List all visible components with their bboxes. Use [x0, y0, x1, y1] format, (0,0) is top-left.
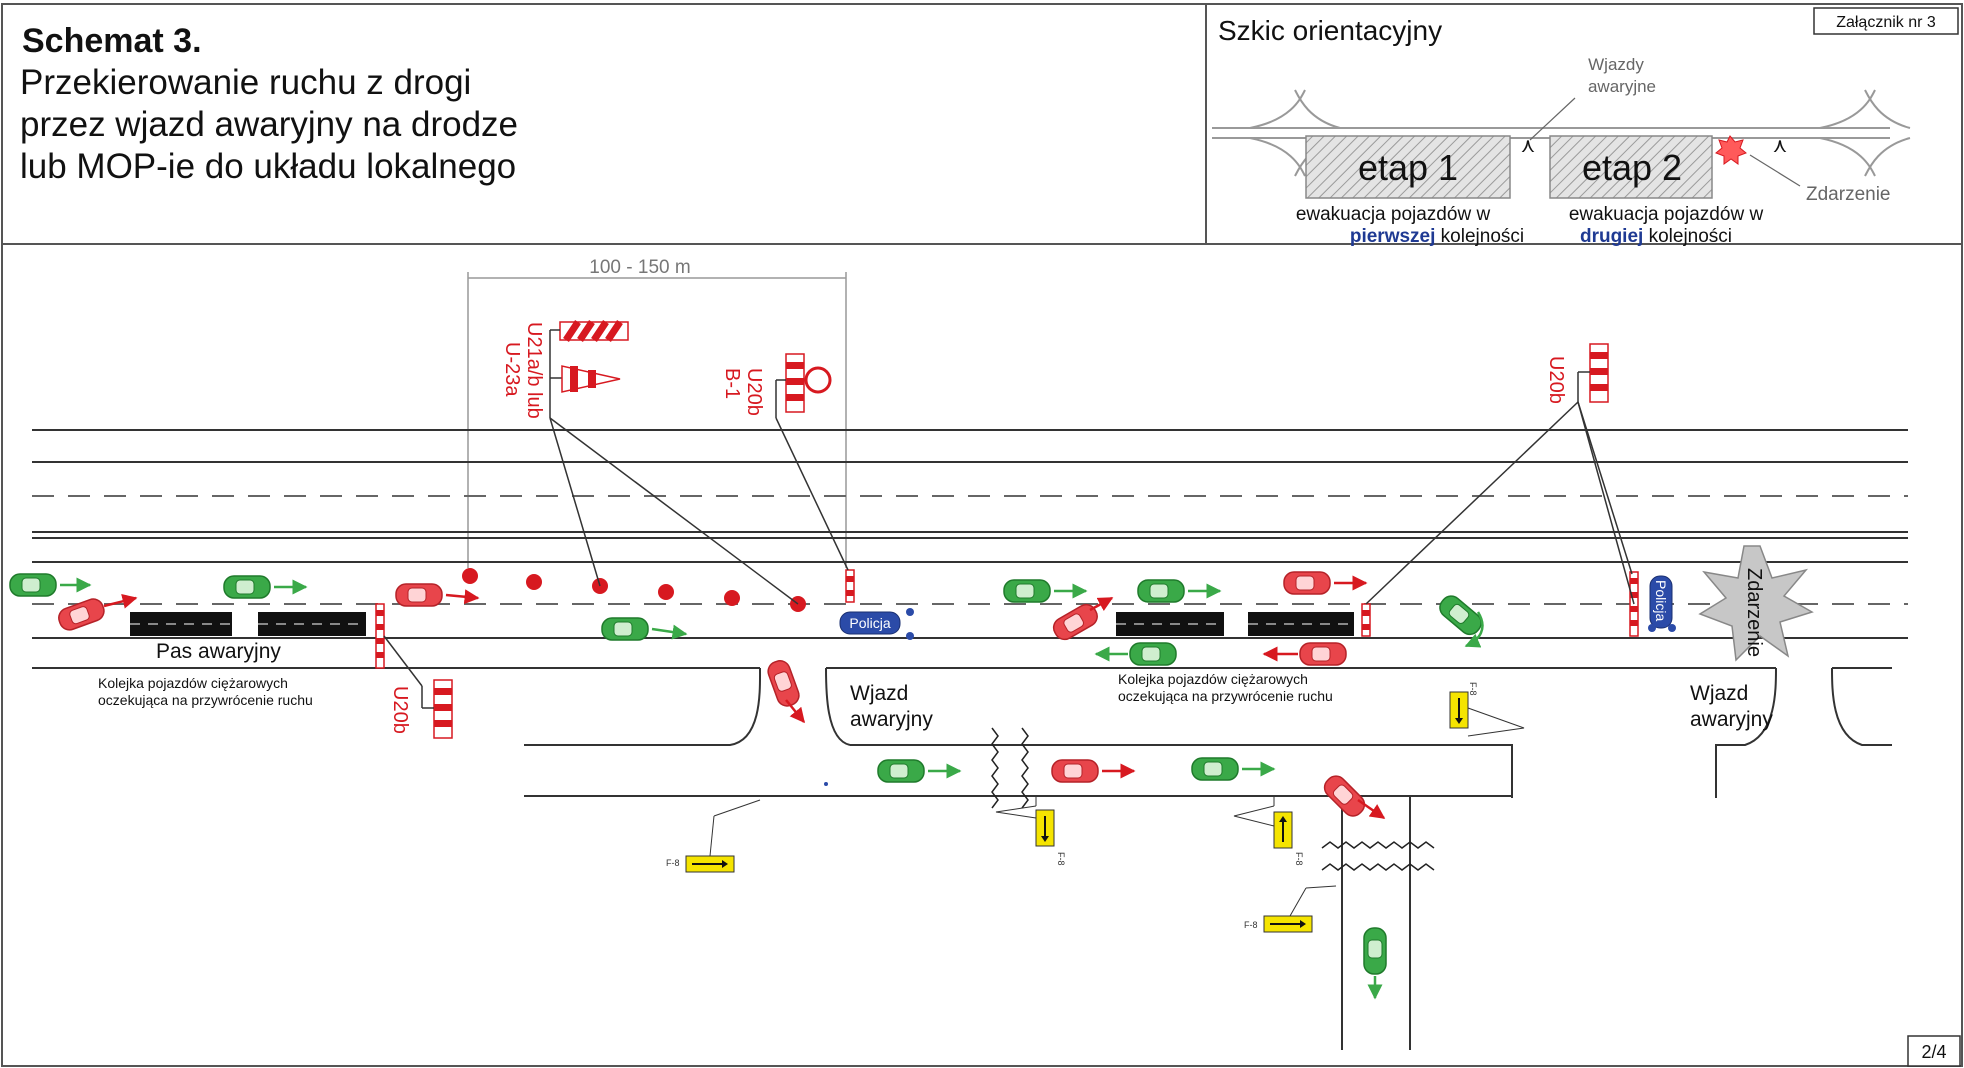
- detour-sign-1: [685, 799, 761, 873]
- traffic-cones: [462, 568, 806, 612]
- break-marks: [991, 727, 1435, 871]
- police-label-left: Policja: [849, 615, 890, 631]
- shoulder-label: Pas awaryjny: [156, 640, 281, 663]
- sign-u20b-left-group: [383, 635, 453, 739]
- stage1-caption-line2: pierwszej kolejności: [1350, 226, 1524, 247]
- incident-label: Zdarzenie: [1743, 568, 1765, 657]
- car-red-1: [55, 593, 138, 634]
- page-frame: [1, 3, 1963, 1067]
- detour-code-2: F-8: [1056, 852, 1066, 866]
- subtitle-line-2: przez wjazd awaryjny na drodze: [20, 105, 518, 144]
- sign-u20b-right-group: [1365, 343, 1635, 605]
- exit-mark-2: ⋏: [1773, 135, 1788, 157]
- detour-code-5: F-8: [1244, 920, 1258, 930]
- detour-sign-4: [1449, 691, 1525, 737]
- car-green-5: [1137, 579, 1222, 603]
- exit-label-right-2: awaryjny: [1690, 708, 1773, 731]
- car-green-8: [877, 759, 962, 783]
- exit-mark-1: ⋏: [1521, 135, 1536, 157]
- sign-u21-group: [549, 320, 799, 605]
- distance-dimension: [467, 272, 847, 568]
- exit-label-right-1: Wjazd: [1690, 682, 1748, 705]
- car-red-4: [1049, 596, 1114, 644]
- car-red-3: [764, 657, 805, 724]
- sign-u20b-right-label: U20b: [1545, 356, 1567, 404]
- car-red-6: [1262, 642, 1347, 666]
- marker-dot: [824, 782, 828, 786]
- exits-label-1: Wjazdy: [1588, 55, 1644, 74]
- sketch-incident-icon: [1715, 135, 1747, 165]
- stage2-box: [1549, 135, 1713, 199]
- car-green-4: [1003, 579, 1088, 603]
- stage1-caption-line1: ewakuacja pojazdów w: [1296, 204, 1491, 225]
- stage2-caption-line2: drugiej kolejności: [1580, 226, 1732, 247]
- queue-label-right-1: Kolejka pojazdów ciężarowych: [1118, 671, 1308, 687]
- queue-label-right-2: oczekująca na przywrócenie ruchu: [1118, 688, 1333, 704]
- exit-label-left-1: Wjazd: [850, 682, 908, 705]
- car-green-3: [601, 617, 688, 641]
- exit-label-left-2: awaryjny: [850, 708, 933, 731]
- detour-code-1: F-8: [666, 858, 680, 868]
- sign-u21-label-1: U21a/b lub: [523, 322, 545, 419]
- car-green-2: [223, 575, 308, 599]
- attachment-label: Załącznik nr 3: [1836, 14, 1936, 31]
- distance-label: 100 - 150 m: [589, 257, 690, 278]
- exits-label-2: awaryjne: [1588, 77, 1656, 96]
- stage1-label: etap 1: [1358, 147, 1458, 188]
- police-label-right: Policja: [1653, 580, 1669, 621]
- car-red-2: [395, 583, 480, 607]
- car-red-7: [1051, 759, 1136, 783]
- sketch-incident-label: Zdarzenie: [1806, 184, 1891, 205]
- truck-queue-left: [130, 612, 366, 636]
- exits-leader: [1529, 97, 1576, 141]
- subtitle-line-3: lub MOP-ie do układu lokalnego: [20, 147, 516, 186]
- queue-label-left-1: Kolejka pojazdów ciężarowych: [98, 675, 288, 691]
- detour-code-3: F-8: [1294, 852, 1304, 866]
- incident-icon: [1698, 545, 1814, 662]
- attachment-box: [1813, 7, 1959, 35]
- page-number: 2/4: [1921, 1042, 1946, 1062]
- stage2-caption-line1: ewakuacja pojazdów w: [1569, 204, 1764, 225]
- sign-u20b-left-label: U20b: [389, 686, 411, 734]
- sign-u20b-b1-label-2: B-1: [721, 368, 743, 399]
- car-green-6: [1435, 591, 1486, 648]
- stage2-label: etap 2: [1582, 147, 1682, 188]
- page-number-box: [1907, 1035, 1961, 1067]
- detour-sign-5: [1263, 885, 1337, 933]
- sign-u21-label-2: U-23a: [501, 342, 523, 397]
- detour-code-4: F-8: [1468, 682, 1478, 696]
- police-car-left: [839, 608, 914, 640]
- truck-queue-right: [1116, 612, 1354, 636]
- highway: [32, 429, 1908, 669]
- car-green-7: [1094, 642, 1177, 666]
- detour-sign-2: [995, 796, 1055, 847]
- sign-u20b-b1-group: [775, 353, 849, 571]
- car-green-9: [1191, 757, 1276, 781]
- police-car-right: [1648, 575, 1676, 632]
- car-red-8: [1319, 771, 1386, 821]
- incident-leader: [1749, 154, 1801, 187]
- detour-sign-3: [1233, 796, 1293, 849]
- sketch-title: Szkic orientacyjny: [1218, 15, 1442, 46]
- stage1-box: [1305, 135, 1511, 199]
- queue-label-left-2: oczekująca na przywrócenie ruchu: [98, 692, 313, 708]
- car-green-10: [1363, 927, 1387, 1000]
- sign-u20b-b1-label-1: U20b: [743, 368, 765, 416]
- car-green-1: [9, 573, 92, 597]
- subtitle-line-1: Przekierowanie ruchu z drogi: [20, 63, 471, 102]
- car-red-5: [1283, 571, 1368, 595]
- page-title: Schemat 3.: [22, 22, 202, 60]
